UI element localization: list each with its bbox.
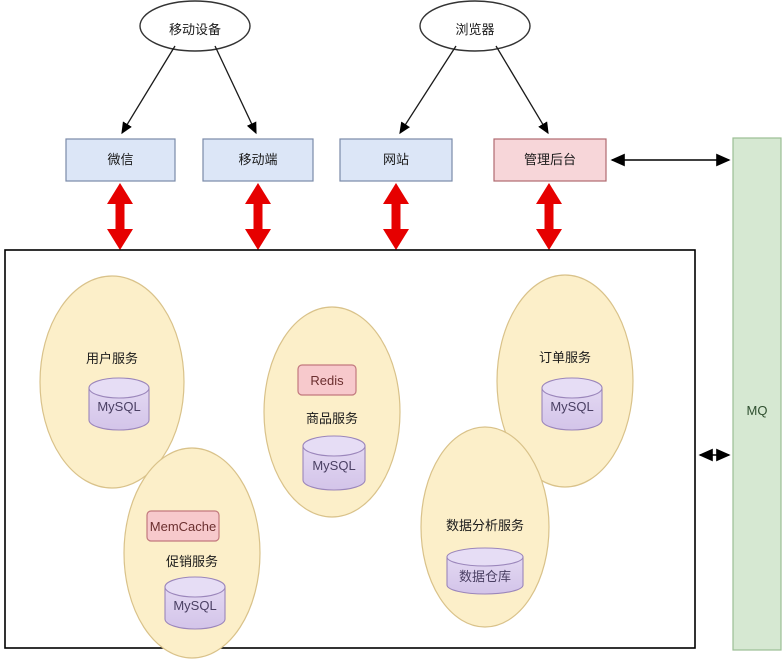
channel-box-mobile-app[interactable] — [202, 138, 314, 182]
connector-browser-to-admin — [495, 45, 549, 135]
channel-box-wechat[interactable] — [65, 138, 176, 182]
service-circle-data-analysis-service[interactable] — [420, 426, 550, 628]
datastore-cylinder-product-service[interactable] — [302, 435, 366, 491]
service-circle-product-service[interactable] — [263, 306, 401, 518]
datastore-cylinder-user-service[interactable] — [88, 377, 150, 431]
cache-box-redis[interactable] — [297, 364, 357, 396]
source-ellipse-mobile-device[interactable] — [139, 0, 251, 52]
cache-box-memcache[interactable] — [146, 510, 220, 542]
datastore-cylinder-data-analysis-service[interactable] — [446, 547, 524, 595]
channel-box-admin-console[interactable] — [493, 138, 607, 182]
mq-box[interactable] — [732, 137, 782, 651]
red-arrow-website-link — [383, 183, 409, 250]
connector-browser-to-website — [399, 45, 457, 135]
service-circle-promotion-service[interactable] — [123, 447, 261, 659]
datastore-cylinder-order-service[interactable] — [541, 377, 603, 431]
datastore-cylinder-promotion-service[interactable] — [164, 576, 226, 630]
channel-box-website[interactable] — [339, 138, 453, 182]
connector-mobile-to-mobileapp — [214, 45, 257, 135]
red-arrow-mobile-app-link — [245, 183, 271, 250]
red-arrow-admin-console-link — [536, 183, 562, 250]
connector-mobile-to-wechat — [121, 45, 176, 135]
red-arrow-wechat-link — [107, 183, 133, 250]
source-ellipse-browser[interactable] — [419, 0, 531, 52]
